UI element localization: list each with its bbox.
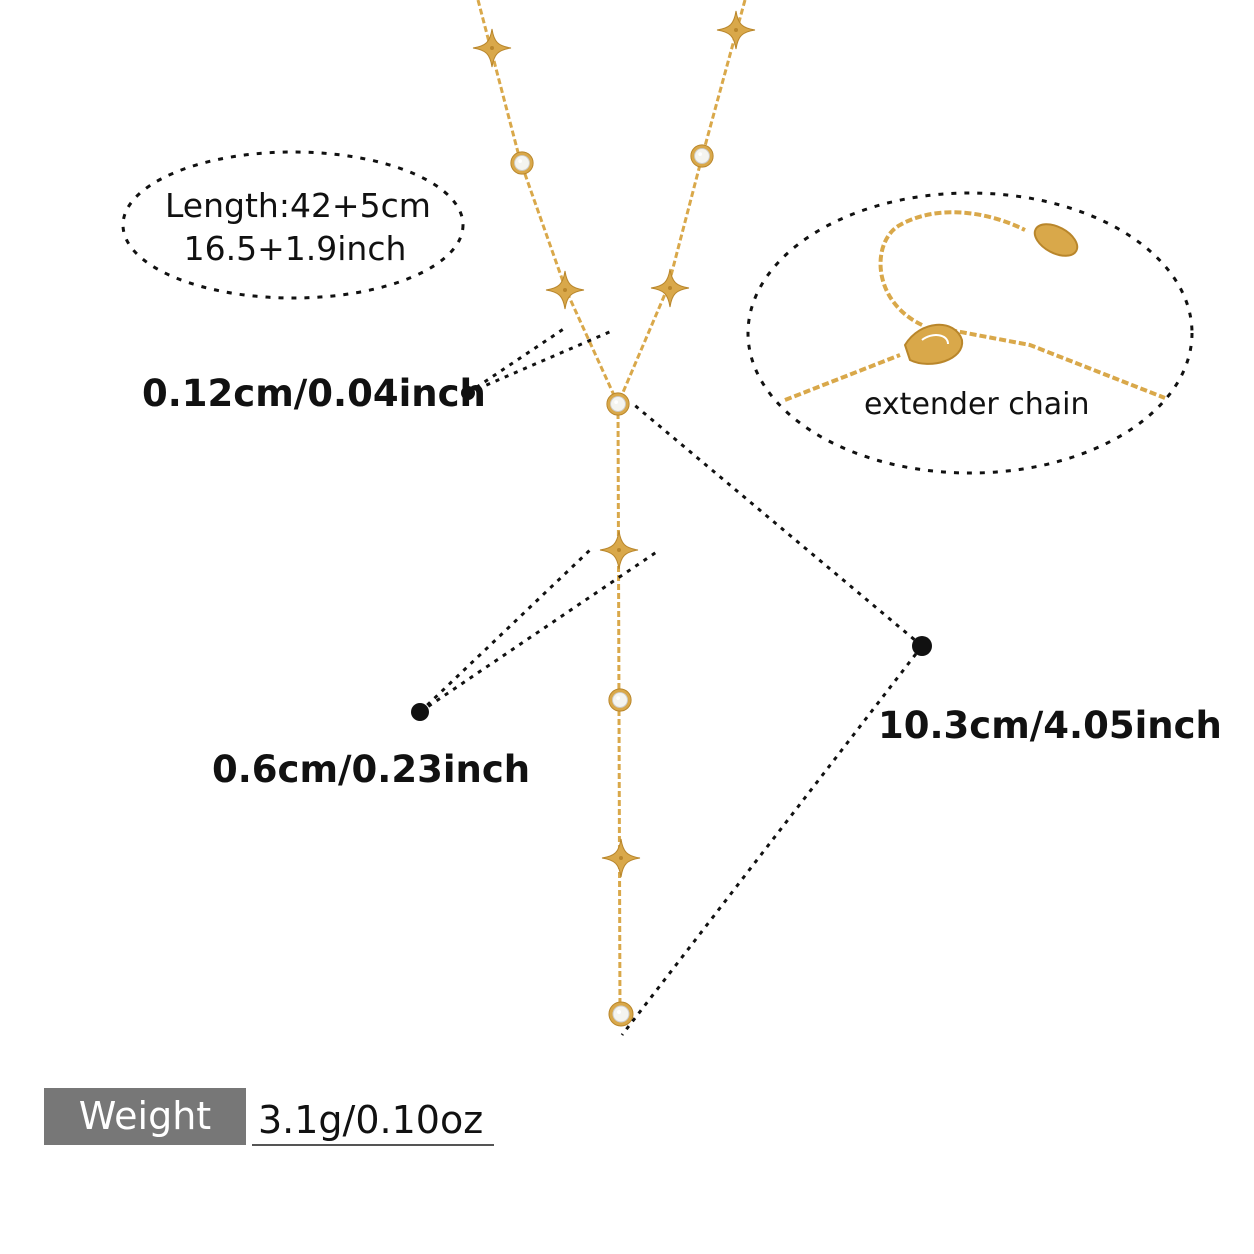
charm-size-measurement: 0.6cm/0.23inch xyxy=(212,748,531,791)
drop-length-measurement: 10.3cm/4.05inch xyxy=(878,704,1222,747)
callout-dot xyxy=(461,386,475,400)
extender-chain xyxy=(784,210,1166,402)
callout-dot xyxy=(411,703,429,721)
crystal-bezel-icon xyxy=(608,1001,634,1027)
extender-tag-icon xyxy=(1033,223,1079,257)
length-inch-text: 16.5+1.9inch xyxy=(183,229,407,268)
star-charm-icon xyxy=(599,530,639,570)
crystal-bezel-icon xyxy=(510,151,534,175)
callout-dot xyxy=(912,636,932,656)
star-charm-icon xyxy=(472,28,512,68)
weight-value: 3.1g/0.10oz xyxy=(252,1098,494,1146)
length-callout-ellipse xyxy=(121,150,465,300)
star-charm-icon xyxy=(716,10,756,50)
chain-width-measurement: 0.12cm/0.04inch xyxy=(142,372,486,415)
extender-chain-label: extender chain xyxy=(864,387,1090,422)
star-charm-icon xyxy=(545,270,585,310)
crystal-bezel-icon xyxy=(606,392,630,416)
length-cm-text: Length:42+5cm xyxy=(165,186,431,225)
crystal-bezel-icon xyxy=(690,144,714,168)
callout-lines xyxy=(418,326,924,1036)
extender-callout-ellipse xyxy=(746,191,1194,475)
star-charm-icon xyxy=(601,838,641,878)
crystal-bezel-icon xyxy=(608,688,632,712)
star-charm-icon xyxy=(650,268,690,308)
weight-label: Weight xyxy=(44,1088,246,1145)
lobster-clasp-icon xyxy=(903,323,964,365)
necklace-chain xyxy=(476,0,747,1016)
